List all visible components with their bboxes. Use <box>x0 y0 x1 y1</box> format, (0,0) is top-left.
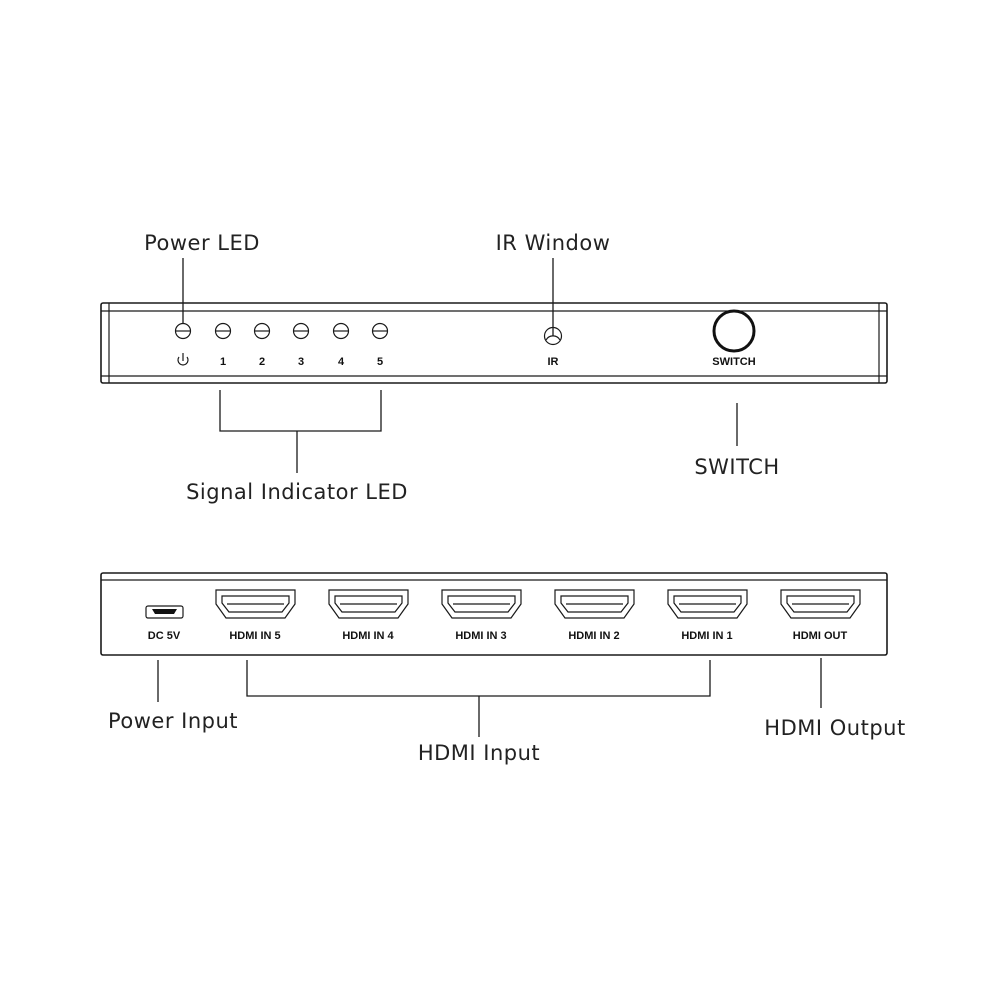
hdmi-in-2-port <box>554 589 635 619</box>
switch-label: SWITCH <box>712 356 755 368</box>
hdmi-in-4-label: HDMI IN 4 <box>342 630 394 642</box>
signal-led-1 <box>214 322 232 340</box>
callout-signal-led: Signal Indicator LED <box>186 480 408 504</box>
rear-panel-body <box>100 572 888 656</box>
signal-led-4 <box>332 322 350 340</box>
hdmi-in-4-port <box>328 589 409 619</box>
front-panel-body <box>100 302 888 384</box>
rear-panel: DC 5V HDMI IN 5 HDMI IN 4 HDMI IN 3 <box>100 572 888 656</box>
callout-switch: SWITCH <box>694 455 779 479</box>
led-label-5: 5 <box>377 356 383 368</box>
ir-label: IR <box>548 356 559 368</box>
hdmi-out-port <box>780 589 861 619</box>
signal-led-5 <box>371 322 389 340</box>
hdmi-in-5-label: HDMI IN 5 <box>229 630 280 642</box>
led-label-3: 3 <box>298 356 304 368</box>
hdmi-in-2-label: HDMI IN 2 <box>568 630 619 642</box>
dc-5v-port <box>145 605 184 619</box>
front-panel: 1 2 3 4 5 IR SWITCH <box>100 302 888 384</box>
power-led <box>174 322 192 340</box>
dc-5v-label: DC 5V <box>148 630 181 642</box>
signal-led-3 <box>292 322 310 340</box>
led-label-1: 1 <box>220 356 226 368</box>
hdmi-in-1-label: HDMI IN 1 <box>681 630 732 642</box>
led-label-4: 4 <box>338 356 345 368</box>
hdmi-in-3-label: HDMI IN 3 <box>455 630 506 642</box>
callout-power-led: Power LED <box>144 231 260 255</box>
hdmi-out-label: HDMI OUT <box>793 630 848 642</box>
callout-ir-window: IR Window <box>496 231 611 255</box>
callout-hdmi-output: HDMI Output <box>764 716 905 740</box>
signal-led-2 <box>253 322 271 340</box>
callout-power-input: Power Input <box>108 709 238 733</box>
callout-hdmi-input: HDMI Input <box>418 741 540 765</box>
hdmi-in-5-port <box>215 589 296 619</box>
hdmi-in-1-port <box>667 589 748 619</box>
switch-button[interactable] <box>712 309 756 353</box>
led-label-2: 2 <box>259 356 265 368</box>
power-icon <box>177 353 189 366</box>
hdmi-in-3-port <box>441 589 522 619</box>
